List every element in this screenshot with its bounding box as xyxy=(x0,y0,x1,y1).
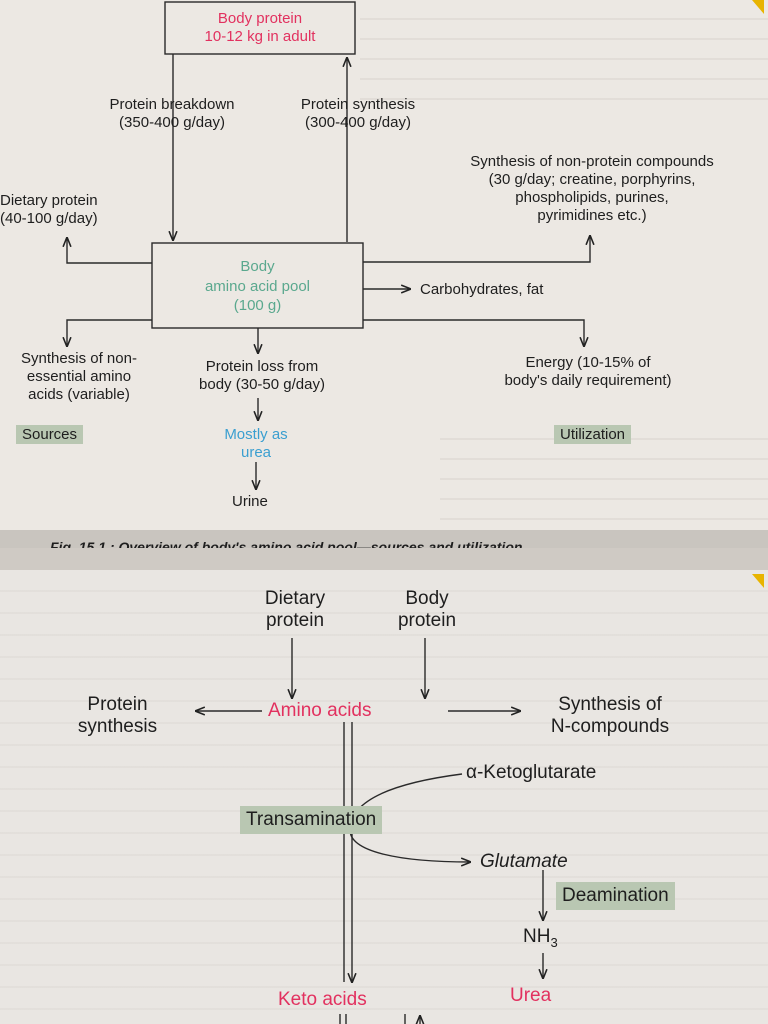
non-protein-compounds-label: Synthesis of non-protein compounds (30 g… xyxy=(470,153,714,224)
corner-tab-icon xyxy=(752,0,764,14)
carbohydrates-fat-label: Carbohydrates, fat xyxy=(420,281,544,298)
sources-label: Sources xyxy=(16,425,84,444)
body-protein-box xyxy=(164,1,356,55)
urine-label: Urine xyxy=(232,493,268,510)
urea-label: Urea xyxy=(510,985,552,1006)
figure-caption: Fig. 15.1 : Overview of body's amino aci… xyxy=(0,530,768,548)
background-text-bleed xyxy=(0,570,768,1024)
amino-acid-pool-label: Body amino acid pool (100 g) xyxy=(204,258,311,314)
transamination-label: Transamination xyxy=(240,806,383,834)
background-text-bleed xyxy=(360,0,768,100)
keto-acids-label: Keto acids xyxy=(278,989,367,1010)
deamination-label: Deamination xyxy=(556,882,675,910)
alpha-ketoglutarate-label: α-Ketoglutarate xyxy=(466,762,597,783)
nonessential-synthesis-label: Synthesis of non- essential amino acids … xyxy=(21,350,137,403)
protein-breakdown-label: Protein breakdown(350-400 g/day) xyxy=(109,96,235,131)
utilization-label: Utilization xyxy=(554,425,632,444)
amino-acids-label: Amino acids xyxy=(268,700,372,721)
dietary-protein-label: Dietary protein(40-100 g/day) xyxy=(0,192,98,227)
protein-synthesis-label: Protein synthesis(300-400 g/day) xyxy=(300,96,416,131)
figure-caption-text: Fig. 15.1 : Overview of body's amino aci… xyxy=(50,539,527,548)
panel-divider xyxy=(0,548,768,570)
glutamate-label: Glutamate xyxy=(480,851,568,872)
transamination-flow-arrows xyxy=(0,638,768,1024)
pool-flow-arrows xyxy=(0,1,768,548)
nh3-label: NH3 xyxy=(523,926,558,950)
corner-tab-icon xyxy=(752,574,764,588)
